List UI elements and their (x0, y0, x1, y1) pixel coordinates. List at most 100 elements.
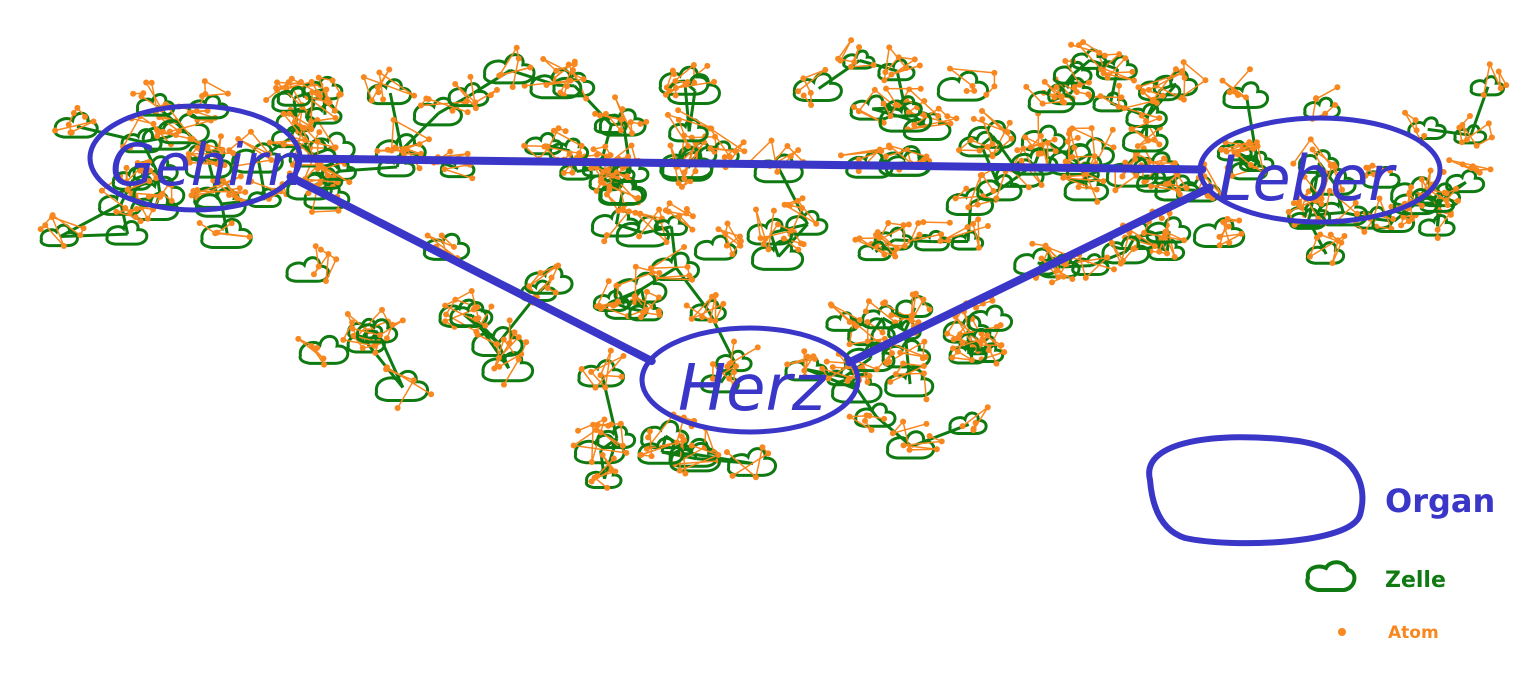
atom-bond (599, 300, 619, 307)
atom (1139, 88, 1146, 95)
atom (1082, 274, 1089, 281)
atom (757, 235, 764, 242)
atom-bond (714, 303, 725, 322)
atom-bond (444, 163, 470, 170)
atom-bond (1164, 213, 1171, 232)
atom-bond (1102, 53, 1120, 70)
atom (449, 107, 456, 114)
atom (1131, 77, 1138, 84)
atom-bond (605, 113, 622, 131)
cell-link (661, 450, 697, 461)
atom-bond (640, 439, 685, 456)
atom (563, 83, 570, 90)
atom (715, 226, 722, 233)
atom (1071, 84, 1078, 91)
legend-organ-label: Organ (1385, 482, 1495, 520)
cell (880, 85, 924, 120)
atom (969, 82, 976, 89)
atom (1027, 144, 1034, 151)
atom (204, 107, 211, 114)
atom (881, 415, 888, 422)
atom (729, 251, 736, 258)
atom (801, 348, 808, 355)
atom (686, 272, 693, 279)
atom (974, 201, 981, 208)
atom-bond (1222, 221, 1230, 243)
cell-link (910, 423, 970, 448)
atom (1260, 169, 1267, 176)
atom (571, 61, 578, 68)
atom (145, 193, 152, 200)
atom-bond (1165, 231, 1185, 241)
atom (597, 429, 604, 436)
atom (438, 232, 445, 239)
atom (682, 81, 689, 88)
atom-bond (885, 149, 908, 158)
atom (970, 220, 977, 227)
atom-bond (1114, 175, 1137, 191)
atom-bond (634, 295, 654, 308)
atom-bond (304, 127, 319, 143)
atom (1053, 84, 1060, 91)
atom (808, 101, 815, 108)
atom (323, 86, 330, 93)
atom (237, 173, 244, 180)
atom-bond (498, 336, 520, 359)
atom (592, 110, 599, 117)
atom-bond (1085, 256, 1108, 279)
atom-bond (314, 246, 320, 267)
atom (540, 55, 547, 62)
atom (637, 120, 644, 127)
atom (1029, 240, 1036, 247)
atom-bond (1103, 72, 1135, 82)
cell-outline (573, 433, 626, 465)
atom (649, 269, 656, 276)
atom (1148, 183, 1155, 190)
atom (795, 147, 802, 154)
atom-bond (325, 258, 337, 282)
cell-link (643, 225, 672, 235)
atom (938, 231, 945, 238)
atom (588, 458, 595, 465)
atom (1098, 66, 1105, 73)
atom (801, 367, 808, 374)
atom (979, 171, 986, 178)
atom (856, 44, 863, 51)
atom (1361, 228, 1368, 235)
atom (887, 113, 894, 120)
atom (1246, 66, 1253, 73)
atom-bond (191, 175, 242, 197)
atom (606, 183, 613, 190)
atom (823, 358, 830, 365)
atom (140, 90, 147, 97)
atom (1059, 98, 1066, 105)
atom (709, 361, 716, 368)
atom-bond (1072, 155, 1095, 158)
atom (344, 311, 351, 318)
atom-bond (287, 81, 303, 106)
cell-outline (298, 334, 350, 365)
atom (317, 246, 324, 253)
cell-outline (1095, 55, 1138, 81)
atom (332, 144, 339, 151)
atom (523, 339, 530, 346)
atom-bond (660, 220, 668, 243)
atom-bond (1063, 177, 1097, 191)
atom (1216, 242, 1223, 249)
atom (1060, 174, 1067, 181)
atom (905, 221, 912, 228)
atom (550, 127, 557, 134)
atom (495, 354, 502, 361)
atom-bond (686, 304, 711, 321)
atom-bond (1044, 81, 1063, 103)
atom-bond (1303, 176, 1323, 200)
atom-bond (277, 81, 312, 91)
atom-bond (923, 373, 928, 400)
atom (888, 350, 895, 357)
atom (521, 142, 528, 149)
atom (602, 384, 609, 391)
atom (333, 256, 340, 263)
atom (800, 75, 807, 82)
atom (881, 77, 888, 84)
cell (662, 73, 721, 105)
